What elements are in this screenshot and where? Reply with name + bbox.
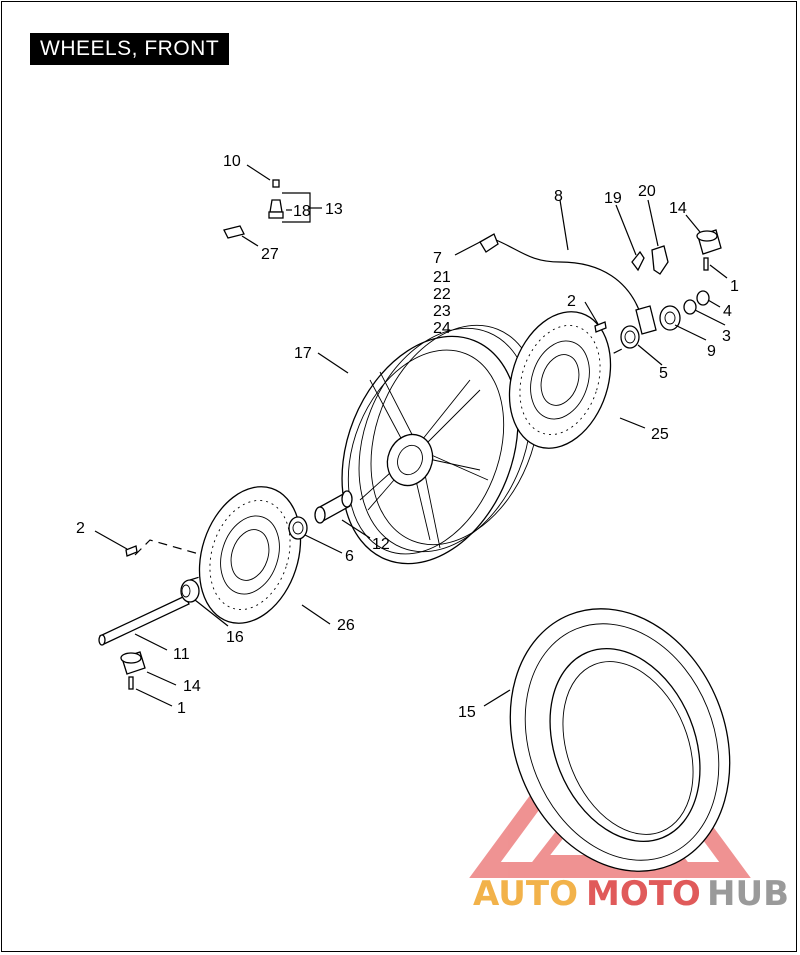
- callout-21: 21: [433, 269, 451, 286]
- nut: [696, 290, 710, 306]
- valve-stem: [268, 179, 284, 219]
- callout-15: 15: [458, 704, 476, 721]
- callout-labels: 10 18 13 27 7 21 22 23 24 8 19 20 14 1 4…: [76, 153, 739, 721]
- axle: [98, 595, 190, 646]
- callout-2-left: 2: [76, 520, 85, 537]
- wheel-rim: [341, 324, 540, 565]
- callout-12: 12: [372, 536, 390, 553]
- watermark-text-hub: HUB: [707, 874, 789, 914]
- callout-26: 26: [337, 617, 355, 634]
- washer: [683, 299, 697, 315]
- brake-rotor-right: [508, 311, 612, 449]
- page-title: WHEELS, FRONT: [30, 33, 230, 65]
- axle-cap-left: [120, 651, 146, 675]
- callout-14-left: 14: [183, 678, 201, 695]
- callout-27: 27: [261, 246, 279, 263]
- spacer-sleeve: [314, 490, 353, 524]
- screw-right: [703, 257, 709, 271]
- callout-8: 8: [554, 188, 563, 205]
- bracket-clip: [631, 250, 645, 272]
- callout-7: 7: [433, 250, 442, 267]
- callout-14-right: 14: [669, 200, 687, 217]
- axle-spacer: [180, 579, 200, 603]
- callout-23: 23: [433, 303, 451, 320]
- callout-22: 22: [433, 286, 451, 303]
- bearing-left: [288, 516, 308, 540]
- rotor-screw-right: [594, 321, 607, 333]
- callout-1-right: 1: [730, 278, 739, 295]
- callout-24: 24: [433, 320, 451, 337]
- callout-4: 4: [723, 303, 732, 320]
- watermark-text-auto: AUTO: [473, 874, 578, 914]
- bearing-right: [620, 325, 640, 349]
- brake-rotor-left: [198, 486, 302, 624]
- callout-11: 11: [173, 646, 190, 663]
- callout-5: 5: [659, 365, 668, 382]
- callout-17: 17: [294, 345, 312, 362]
- callout-3: 3: [722, 328, 731, 345]
- callout-19: 19: [604, 190, 622, 207]
- screw-left: [128, 676, 134, 690]
- callout-10: 10: [223, 153, 241, 170]
- callout-9: 9: [707, 343, 716, 360]
- callout-6: 6: [345, 548, 354, 565]
- sensor-bracket: [651, 245, 669, 275]
- callout-13: 13: [325, 201, 343, 218]
- callout-16: 16: [226, 629, 244, 646]
- sensor-spacer: [659, 305, 681, 331]
- wheel-speed-sensor: [479, 233, 657, 335]
- callout-2-right: 2: [567, 293, 576, 310]
- balance-weight: [223, 225, 245, 239]
- rotor-screw-left: [125, 545, 138, 557]
- callout-25: 25: [651, 426, 669, 443]
- callout-20: 20: [638, 183, 656, 200]
- callout-18: 18: [293, 203, 311, 220]
- callout-1-left: 1: [177, 700, 186, 717]
- watermark-text-moto: MOTO: [586, 874, 701, 914]
- leader-lines: [94, 164, 728, 707]
- axle-cap-right: [696, 229, 722, 255]
- tire: [509, 608, 731, 872]
